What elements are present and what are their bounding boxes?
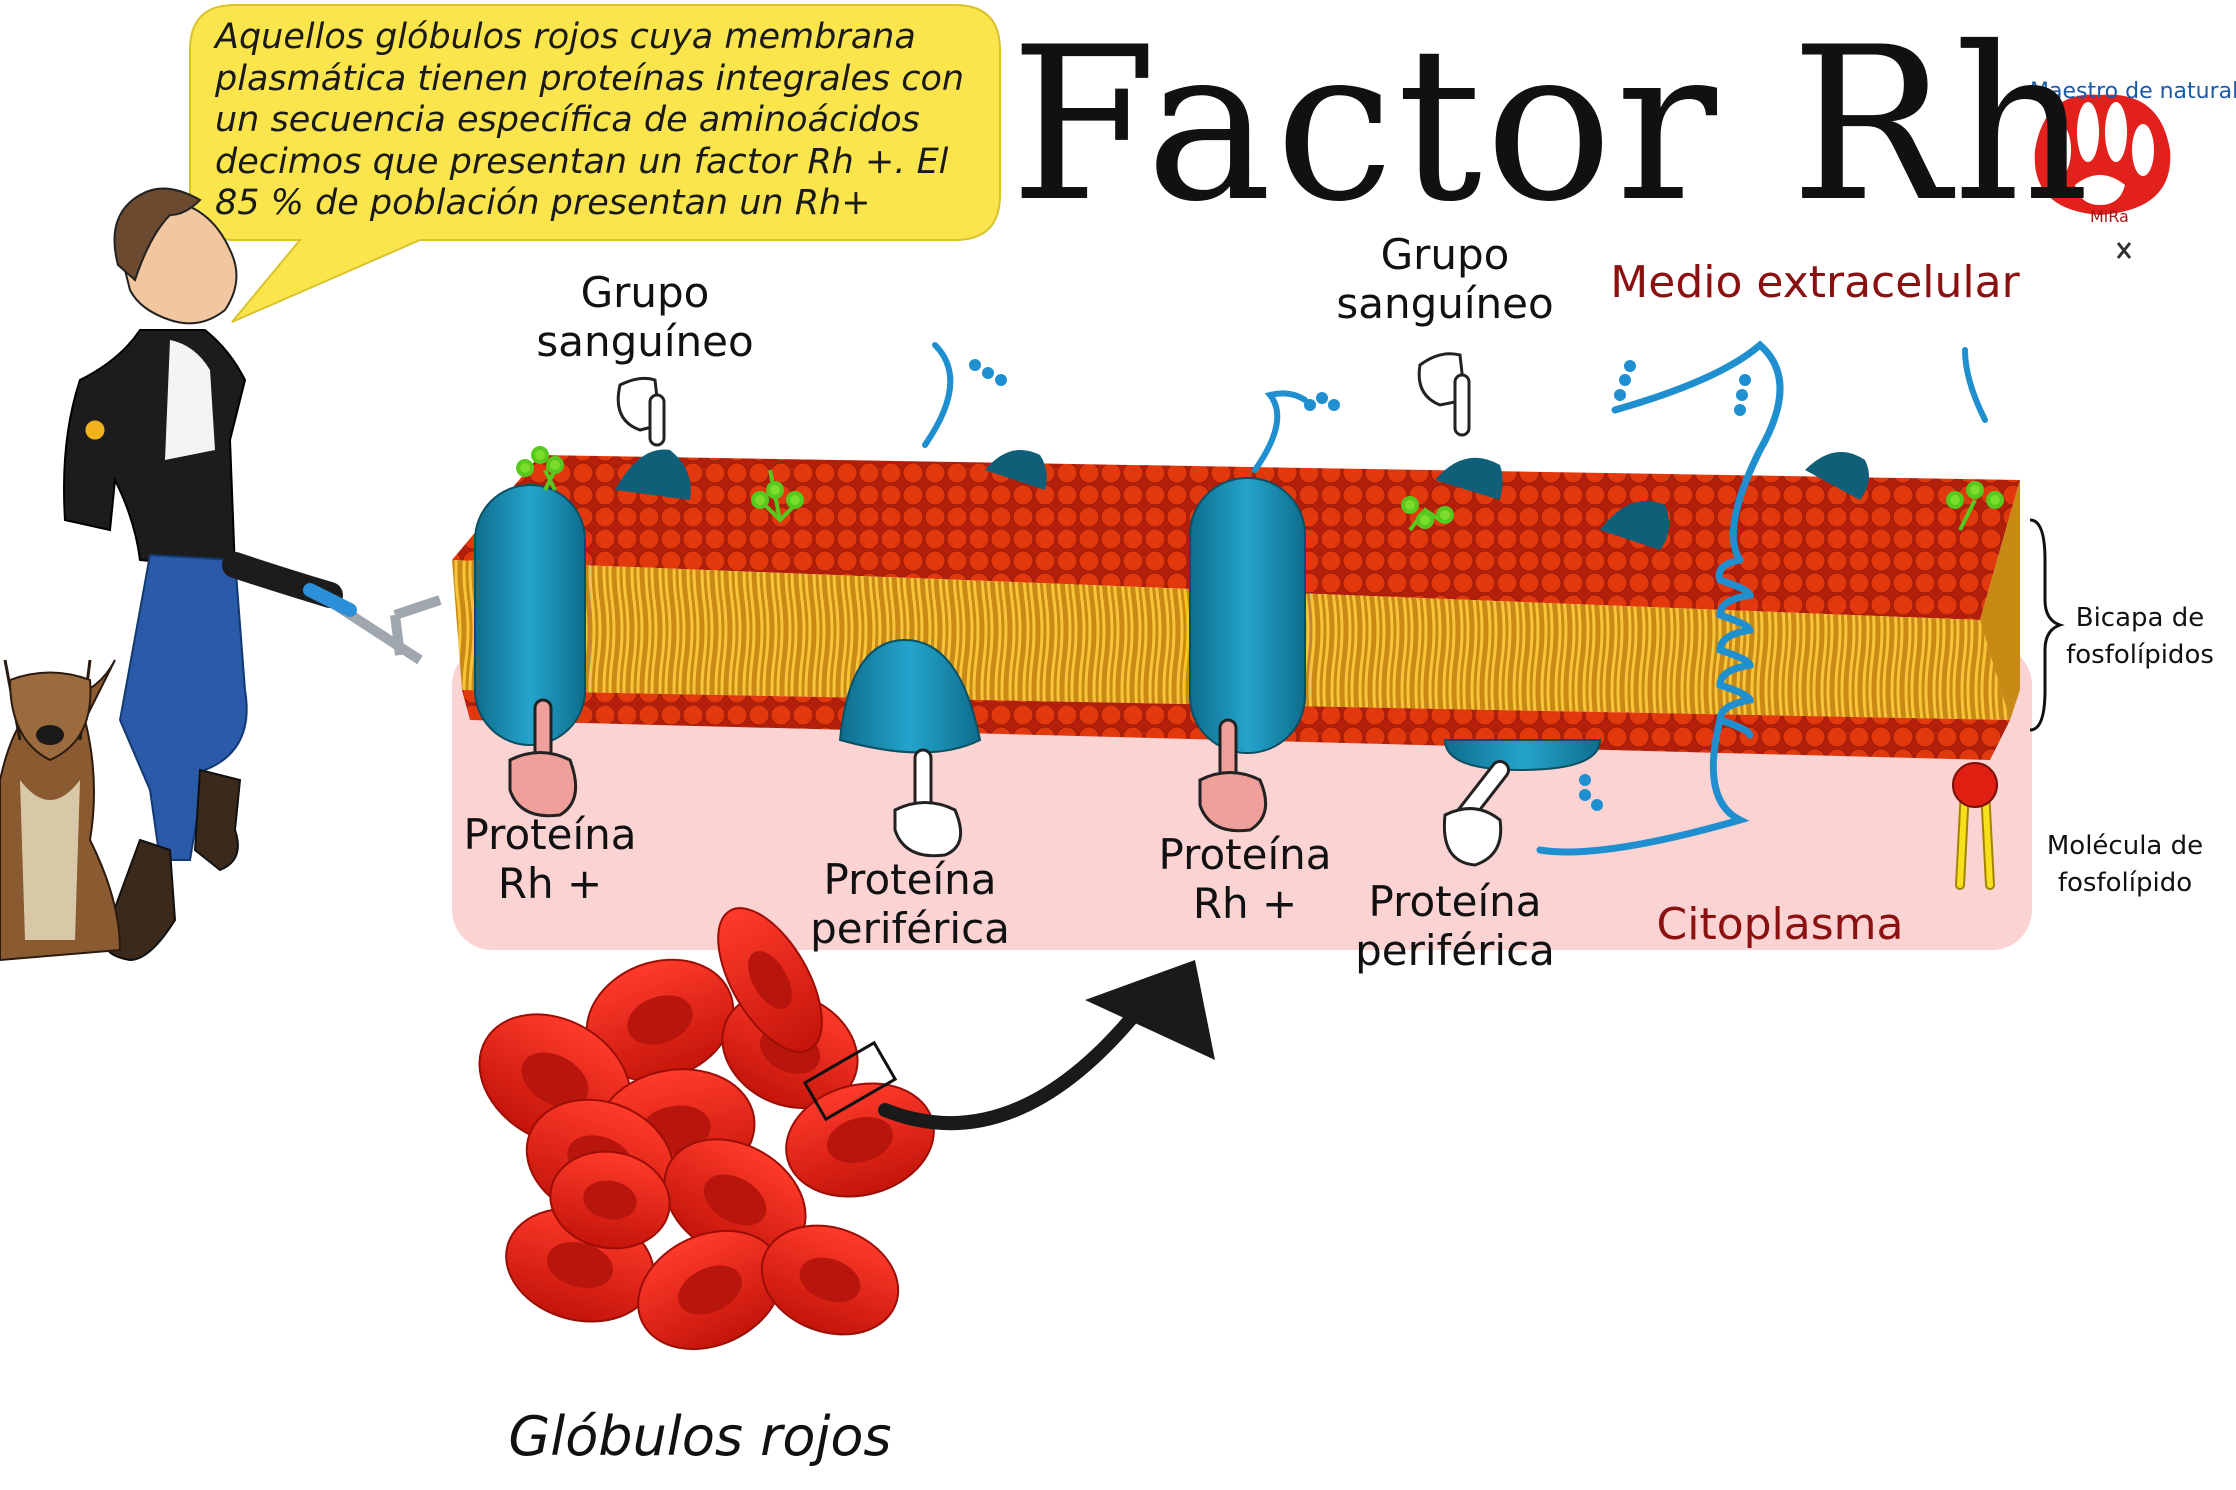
speech-bubble [189,4,1001,323]
bubble-line: Aquellos glóbulos rojos cuya membrana [215,17,916,57]
label-medio-extracelular: Medio extracelular [1610,257,2020,308]
page-title: Factor Rh [1010,1,2093,248]
speech-bubble-text: Aquellos glóbulos rojos cuya membrana pl… [215,17,1005,225]
zoom-selection [802,1040,898,1122]
label-line: periférica [1355,926,1555,975]
peripheral-protein-2 [1443,739,1602,772]
rh-protein-integral-2 [1189,477,1306,754]
red-blood-cell [549,1150,671,1250]
rh-protein-integral-1 [474,484,586,746]
label-line: Grupo [580,268,710,317]
bubble-line: un secuencia específica de aminoácidos [215,100,920,140]
maestro-de-naturales-logo: Maestro de naturales MiRa [2030,79,2236,259]
logo-text: Maestro de naturales [2030,79,2236,104]
label-proteina-periferica-2: Proteína periférica [1315,877,1595,975]
paw-icon [2034,94,2171,215]
label-proteina-rh-1: Proteína Rh + [430,810,670,908]
bilayer-brace [2029,518,2065,732]
label-line: fosfolípido [2057,868,2193,898]
label-line: fosfolípidos [2066,640,2214,670]
hand-pointer-grupo-2 [1417,352,1471,437]
label-proteina-rh-2: Proteína Rh + [1125,830,1365,928]
hand-pointer-periferica-1 [893,748,963,858]
red-blood-cell [637,1229,783,1351]
geologist-character [63,187,442,962]
label-grupo-sanguineo-2: Grupo sanguíneo [1310,230,1580,328]
label-citoplasma: Citoplasma [1656,899,1904,950]
label-line: Proteína [823,855,997,904]
arrow-to-membrane-icon [878,960,1215,1131]
label-line: sanguíneo [536,317,754,366]
glycolipids [516,446,2004,532]
label-line: Proteína [463,810,637,859]
label-line: Proteína [1368,877,1542,926]
bubble-line: plasmática tienen proteínas integrales c… [215,58,965,99]
phospholipid-molecule-icon [1952,762,1998,890]
bubble-line: decimos que presentan un factor Rh +. El [215,141,949,182]
helical-protein [1536,340,1784,856]
surface-proteins [615,449,1869,550]
label-line: Proteína [1158,830,1332,879]
blue-glycans [922,342,1988,473]
red-blood-cells [478,907,935,1351]
hand-pointer-rh-1 [508,698,578,818]
hand-pointer-periferica-2 [1442,760,1510,867]
label-bicapa: Bicapa de fosfolípidos [2050,600,2230,674]
logo-small-text: MiRa [2090,207,2129,226]
label-line: Rh + [1192,879,1298,928]
dog-character [0,659,122,962]
label-globulos-rojos: Glóbulos rojos [508,1405,892,1468]
label-line: sanguíneo [1336,279,1554,328]
red-blood-cell [717,907,823,1053]
label-line: Grupo [1380,230,1510,279]
label-grupo-sanguineo-1: Grupo sanguíneo [510,268,780,366]
label-proteina-periferica-1: Proteína periférica [770,855,1050,953]
label-line: Rh + [497,859,603,908]
label-line: Bicapa de [2075,603,2205,633]
label-line: Molécula de [2046,831,2204,861]
red-blood-cell [585,958,735,1082]
label-line: periférica [810,904,1010,953]
label-molecula-fosfolipido: Molécula de fosfolípido [2020,828,2230,902]
red-blood-cell [663,1138,807,1262]
red-blood-cell [760,1224,900,1336]
crossed-hammers-icon [2116,242,2132,259]
bubble-line: 85 % de población presentan un Rh+ [215,183,871,223]
hand-pointer-grupo-1 [616,376,666,447]
hand-pointer-rh-2 [1198,718,1268,833]
